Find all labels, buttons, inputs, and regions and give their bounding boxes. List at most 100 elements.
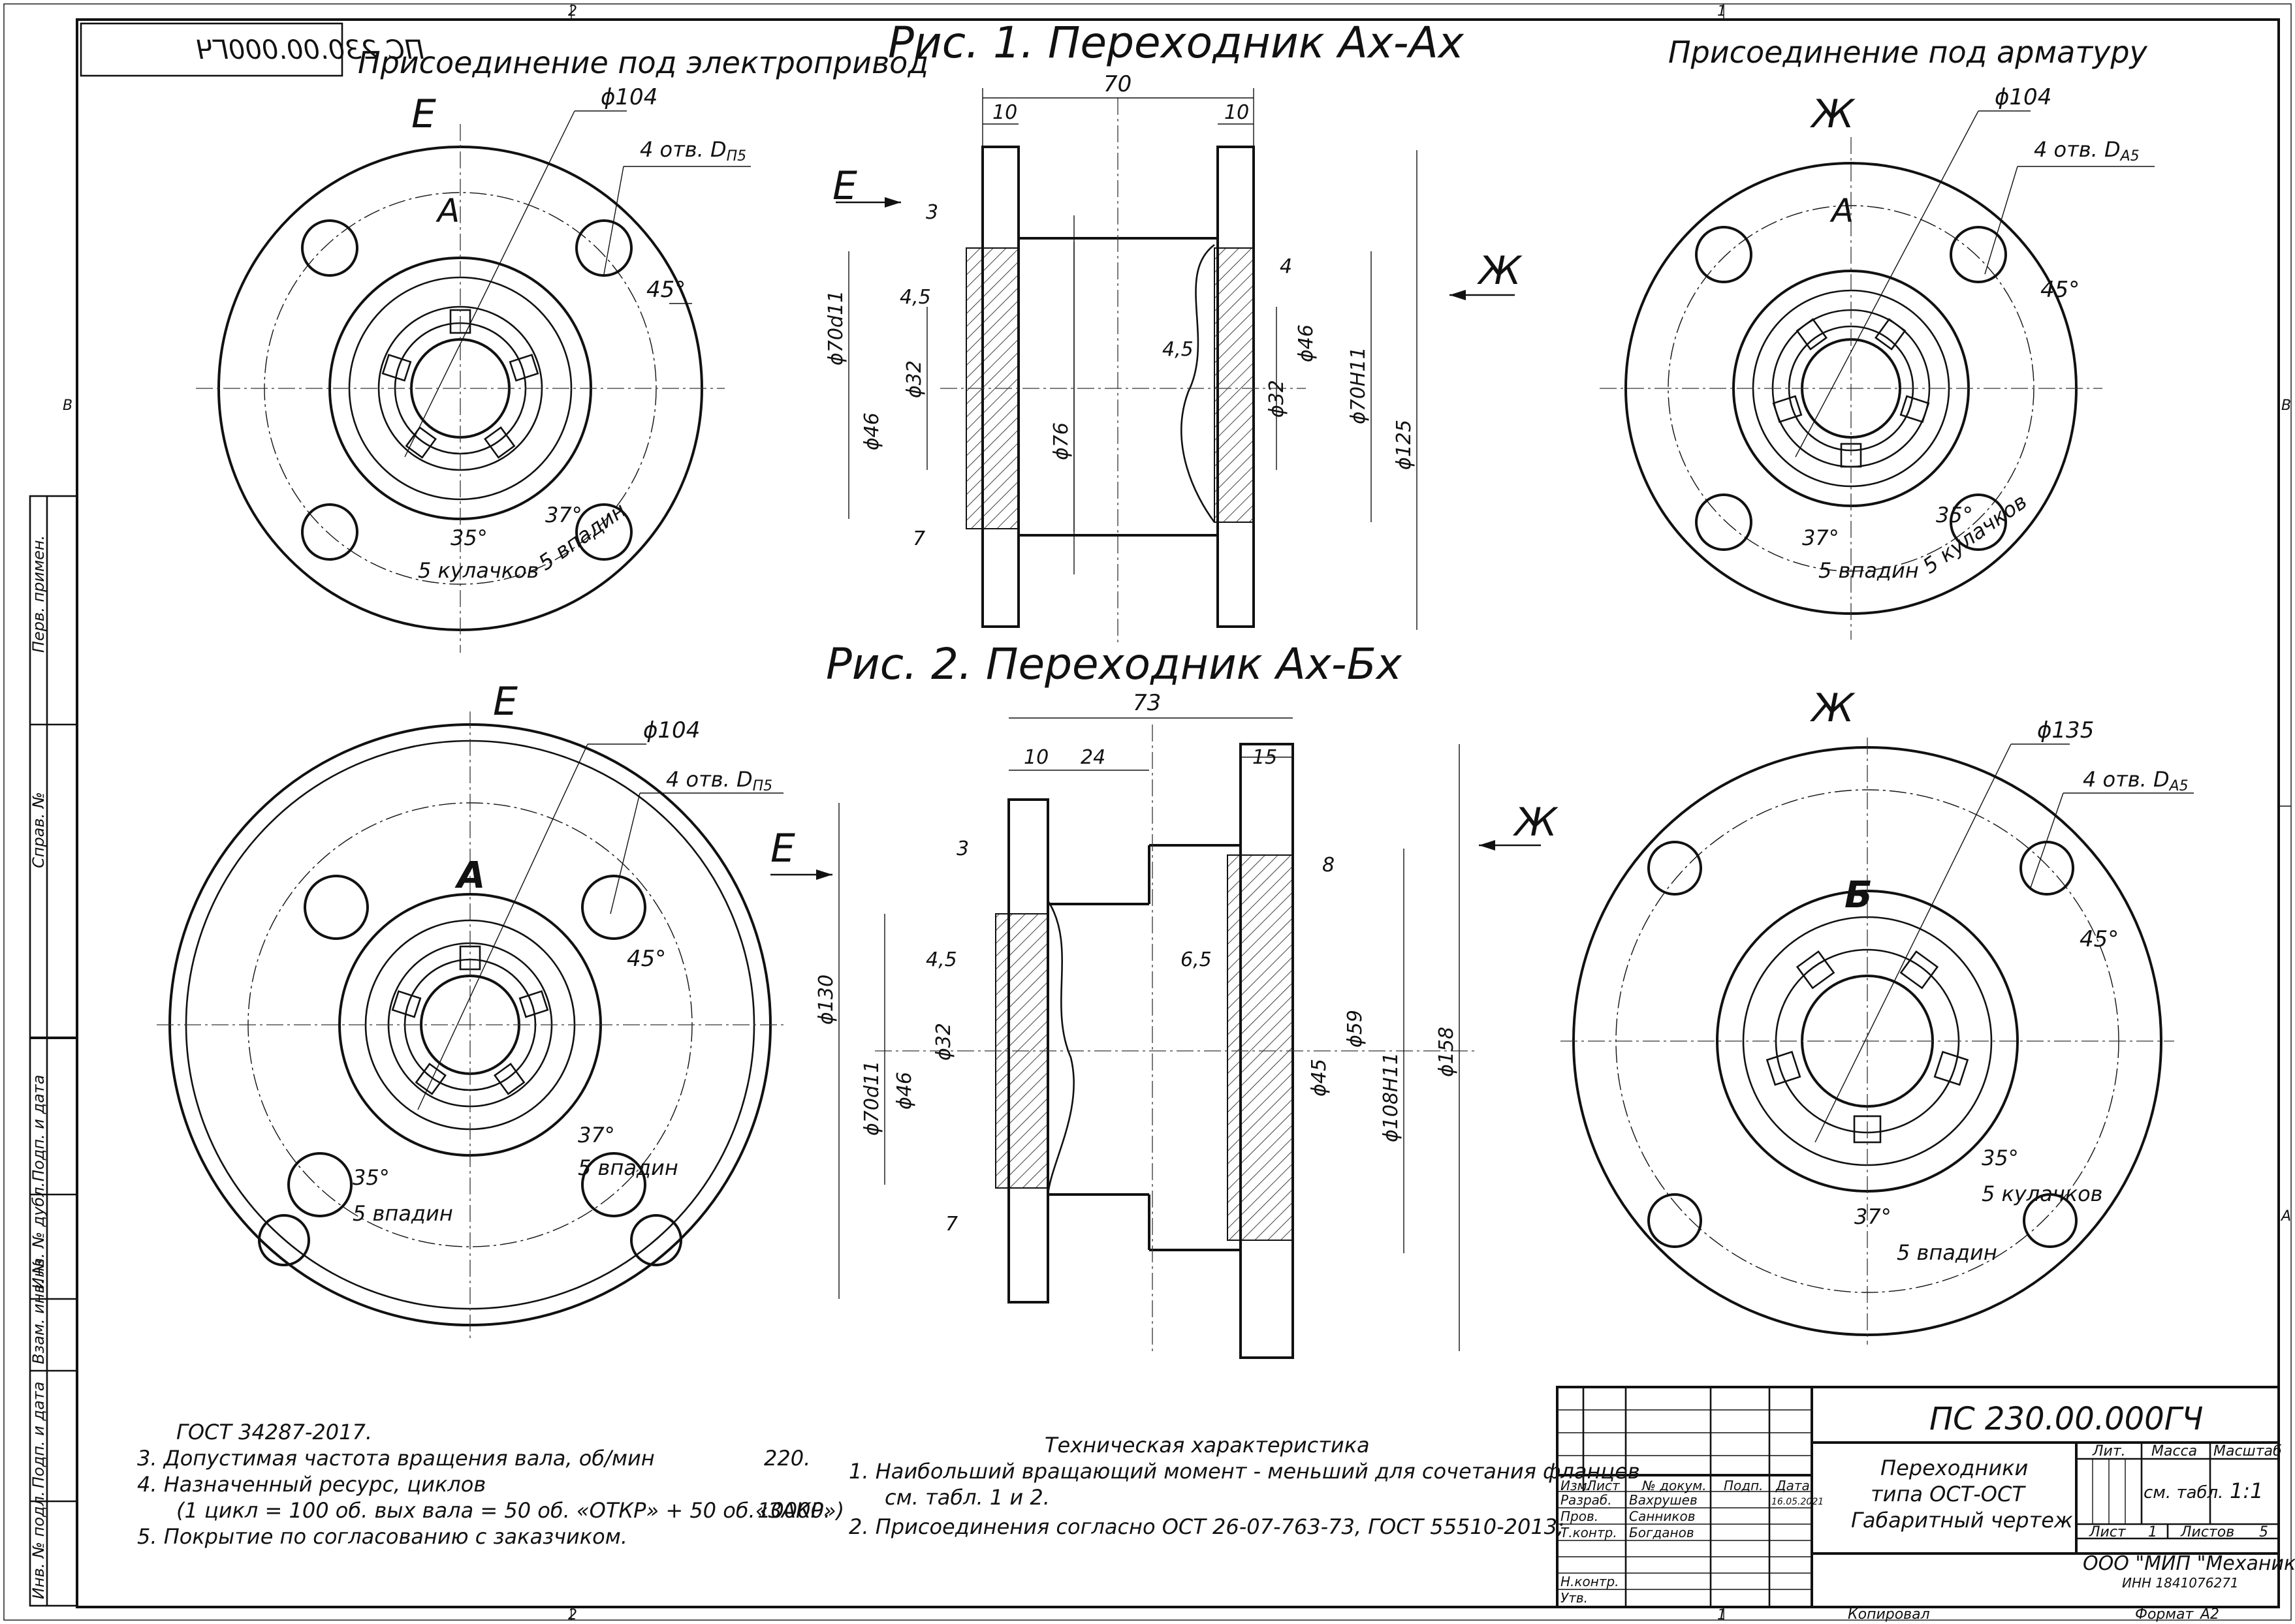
- tb-format-value: A2: [2199, 1606, 2219, 1623]
- fig1-e-angle-35: 35°: [451, 525, 488, 550]
- fig1-sec-arrow-zh: Ж: [1476, 248, 1523, 294]
- tech-heading: Техническая характеристика: [1045, 1433, 1370, 1458]
- zone-right-mid: B: [2281, 398, 2291, 414]
- zone-marks: 2 1 2 1 B B A: [63, 3, 2291, 1623]
- tb-sheets-n: 5: [2259, 1524, 2268, 1540]
- fig2-zh-cams: 5 кулачков: [1982, 1181, 2103, 1206]
- fig2-dim-108h11: ϕ108H11: [1380, 1052, 1402, 1142]
- tb-scale-head: Масштаб: [2213, 1443, 2282, 1460]
- fig2-dim-130: ϕ130: [815, 975, 838, 1025]
- fig1-zh-slots: 5 впадин: [1818, 558, 1919, 583]
- tb-name-3: Габаритный чертеж: [1851, 1508, 2073, 1533]
- note-3: 3. Допустимая частота вращения вала, об/…: [137, 1446, 655, 1471]
- tb-person-3: Богданов: [1629, 1525, 1694, 1540]
- fig2-zh-holes: 4 отв. DA5: [2083, 767, 2189, 794]
- fig2-dim-59: ϕ59: [1344, 1010, 1367, 1048]
- zone-top-left: 2: [568, 3, 577, 20]
- fig2-dim-4-5: 4,5: [926, 948, 957, 971]
- fig1-e-angle: 45°: [646, 277, 686, 303]
- fig2-dim-32: ϕ32: [932, 1023, 955, 1061]
- strip-vzam-inv: Взам. инв. №: [29, 1258, 48, 1364]
- tb-head-podp: Подп.: [1724, 1478, 1764, 1493]
- tb-inn: ИНН 1841076271: [2122, 1575, 2239, 1591]
- strip-inv-podl: Инв. № подл.: [29, 1491, 48, 1599]
- tb-sheet-n: 1: [2148, 1524, 2157, 1540]
- fig1-e-holes: 4 отв. DП5: [640, 137, 746, 164]
- tb-person-2: Санников: [1629, 1508, 1695, 1524]
- fig2-dim-15: 15: [1252, 746, 1277, 769]
- fig2-dim-10: 10: [1024, 746, 1049, 769]
- fig1-dim-46-right: ϕ46: [1295, 324, 1318, 362]
- tb-head-doc: № докум.: [1641, 1478, 1707, 1493]
- fig1-dim-70d11: ϕ70d11: [825, 290, 847, 366]
- zone-bottom-right: 1: [1717, 1607, 1726, 1623]
- zone-bottom-left: 2: [568, 1607, 577, 1623]
- fig2-dim-3: 3: [957, 837, 969, 860]
- note-4-value: 10000.: [757, 1498, 831, 1523]
- fig1-e-cams: 5 кулачков: [418, 558, 539, 583]
- fig2-sec-arrow-zh: Ж: [1512, 800, 1559, 845]
- fig1-view-e: Е ϕ104 4 отв. DП5 45° А 35° 37° 5 кул: [196, 84, 751, 653]
- fig1-e-flange-mark: А: [435, 192, 460, 230]
- fig2-dim-24: 24: [1081, 746, 1105, 769]
- strip-inv-dubl: Инв. № дубл.: [29, 1182, 48, 1289]
- tb-name-2: типа ОСТ-ОСТ: [1871, 1482, 2026, 1507]
- tb-copied: Копировал: [1848, 1606, 1930, 1623]
- tb-mass-value: см. табл.: [2144, 1483, 2223, 1503]
- fig1-dim-32-left: ϕ32: [903, 360, 926, 398]
- tb-format: Формат: [2135, 1606, 2194, 1623]
- fig1-dim-125: ϕ125: [1393, 420, 1416, 470]
- fig1-dim-46-left: ϕ46: [861, 413, 883, 450]
- fig1-dim-70h11: ϕ70H11: [1347, 347, 1370, 424]
- fig2-zh-slots: 5 впадин: [1897, 1240, 1997, 1265]
- fig1-zh-dia: ϕ104: [1995, 84, 2051, 110]
- fig2-e-angle-37: 37°: [578, 1123, 615, 1148]
- fig1-right-caption: Присоединение под арматуру: [1668, 35, 2148, 70]
- fig2-zh-flange-mark: Б: [1844, 874, 1873, 916]
- tb-role-utv: Утв.: [1560, 1590, 1588, 1606]
- fig1-dim-76: ϕ76: [1050, 422, 1073, 460]
- fig1-e-angle-37: 37°: [545, 503, 582, 527]
- fig1-view-e-letter: Е: [411, 91, 436, 137]
- note-4-cycle: (1 цикл = 100 об. вых вала = 50 об. «ОТК…: [176, 1498, 844, 1523]
- strip-podp-data-2: Подп. и дата: [29, 1382, 48, 1489]
- fig2-title: Рис. 2. Переходник Ах-Бх: [826, 639, 1402, 689]
- tb-date: 16.05.2021: [1771, 1497, 1824, 1507]
- tb-role-prov: Пров.: [1560, 1508, 1598, 1524]
- fig1-sec-arrow-e: Е: [832, 163, 857, 209]
- strip-perv-primen: Перв. примен.: [29, 535, 48, 653]
- fig2-zh-angle-35: 35°: [1982, 1146, 2019, 1170]
- title-block: Изм. Лист № докум. Подп. Дата Разраб. Пр…: [1556, 1386, 2295, 1608]
- fig2-sec-arrow-e: Е: [770, 826, 795, 871]
- tb-head-izm: Изм.: [1560, 1478, 1591, 1493]
- tb-sheets: Листов: [2180, 1524, 2234, 1540]
- fig1-view-zh-letter: Ж: [1809, 91, 1856, 137]
- fig2-dim-46: ϕ46: [893, 1072, 916, 1110]
- drawing-border: [76, 18, 2280, 1608]
- tb-person-1: Вахрушев: [1629, 1492, 1698, 1508]
- note-gost: ГОСТ 34287-2017.: [176, 1420, 372, 1444]
- tb-code: ПС 230.00.000ГЧ: [1929, 1401, 2203, 1437]
- tb-name-1: Переходники: [1880, 1456, 2028, 1480]
- zone-right-low: A: [2280, 1208, 2291, 1225]
- note-4: 4. Назначенный ресурс, циклов: [137, 1472, 486, 1497]
- fig1-e-dia: ϕ104: [601, 84, 657, 110]
- fig2-dim-70d11: ϕ70d11: [861, 1061, 883, 1136]
- fig2-e-slots-right: 5 впадин: [578, 1155, 678, 1180]
- fig2-zh-angle-37: 37°: [1854, 1204, 1891, 1229]
- fig1-zh-angle-37: 37°: [1802, 525, 1839, 550]
- note-5: 5. Покрытие по согласованию с заказчиком…: [137, 1524, 627, 1549]
- fig1-dim-10-right: 10: [1224, 101, 1249, 124]
- fig2-e-dia: ϕ104: [643, 717, 700, 743]
- fig2-view-e-letter: Е: [493, 679, 518, 725]
- fig1-zh-cams: 5 кулачков: [1918, 489, 2032, 579]
- fig2-view-zh-letter: Ж: [1809, 685, 1856, 731]
- tech-line-2: см. табл. 1 и 2.: [885, 1485, 1050, 1510]
- tech-line-3: 2. Присоединения согласно ОСТ 26-07-763-…: [849, 1514, 1564, 1539]
- side-strip: Перв. примен. Справ. № Подп. и дата Инв.…: [29, 495, 78, 1607]
- tech-line-1: 1. Наибольший вращающий момент - меньший…: [849, 1459, 1640, 1484]
- doc-code-box: [80, 22, 343, 77]
- fig1-dim-70: 70: [1103, 71, 1132, 97]
- fig1-dim-7: 7: [913, 527, 925, 550]
- fig1-dim-10-left: 10: [992, 101, 1017, 124]
